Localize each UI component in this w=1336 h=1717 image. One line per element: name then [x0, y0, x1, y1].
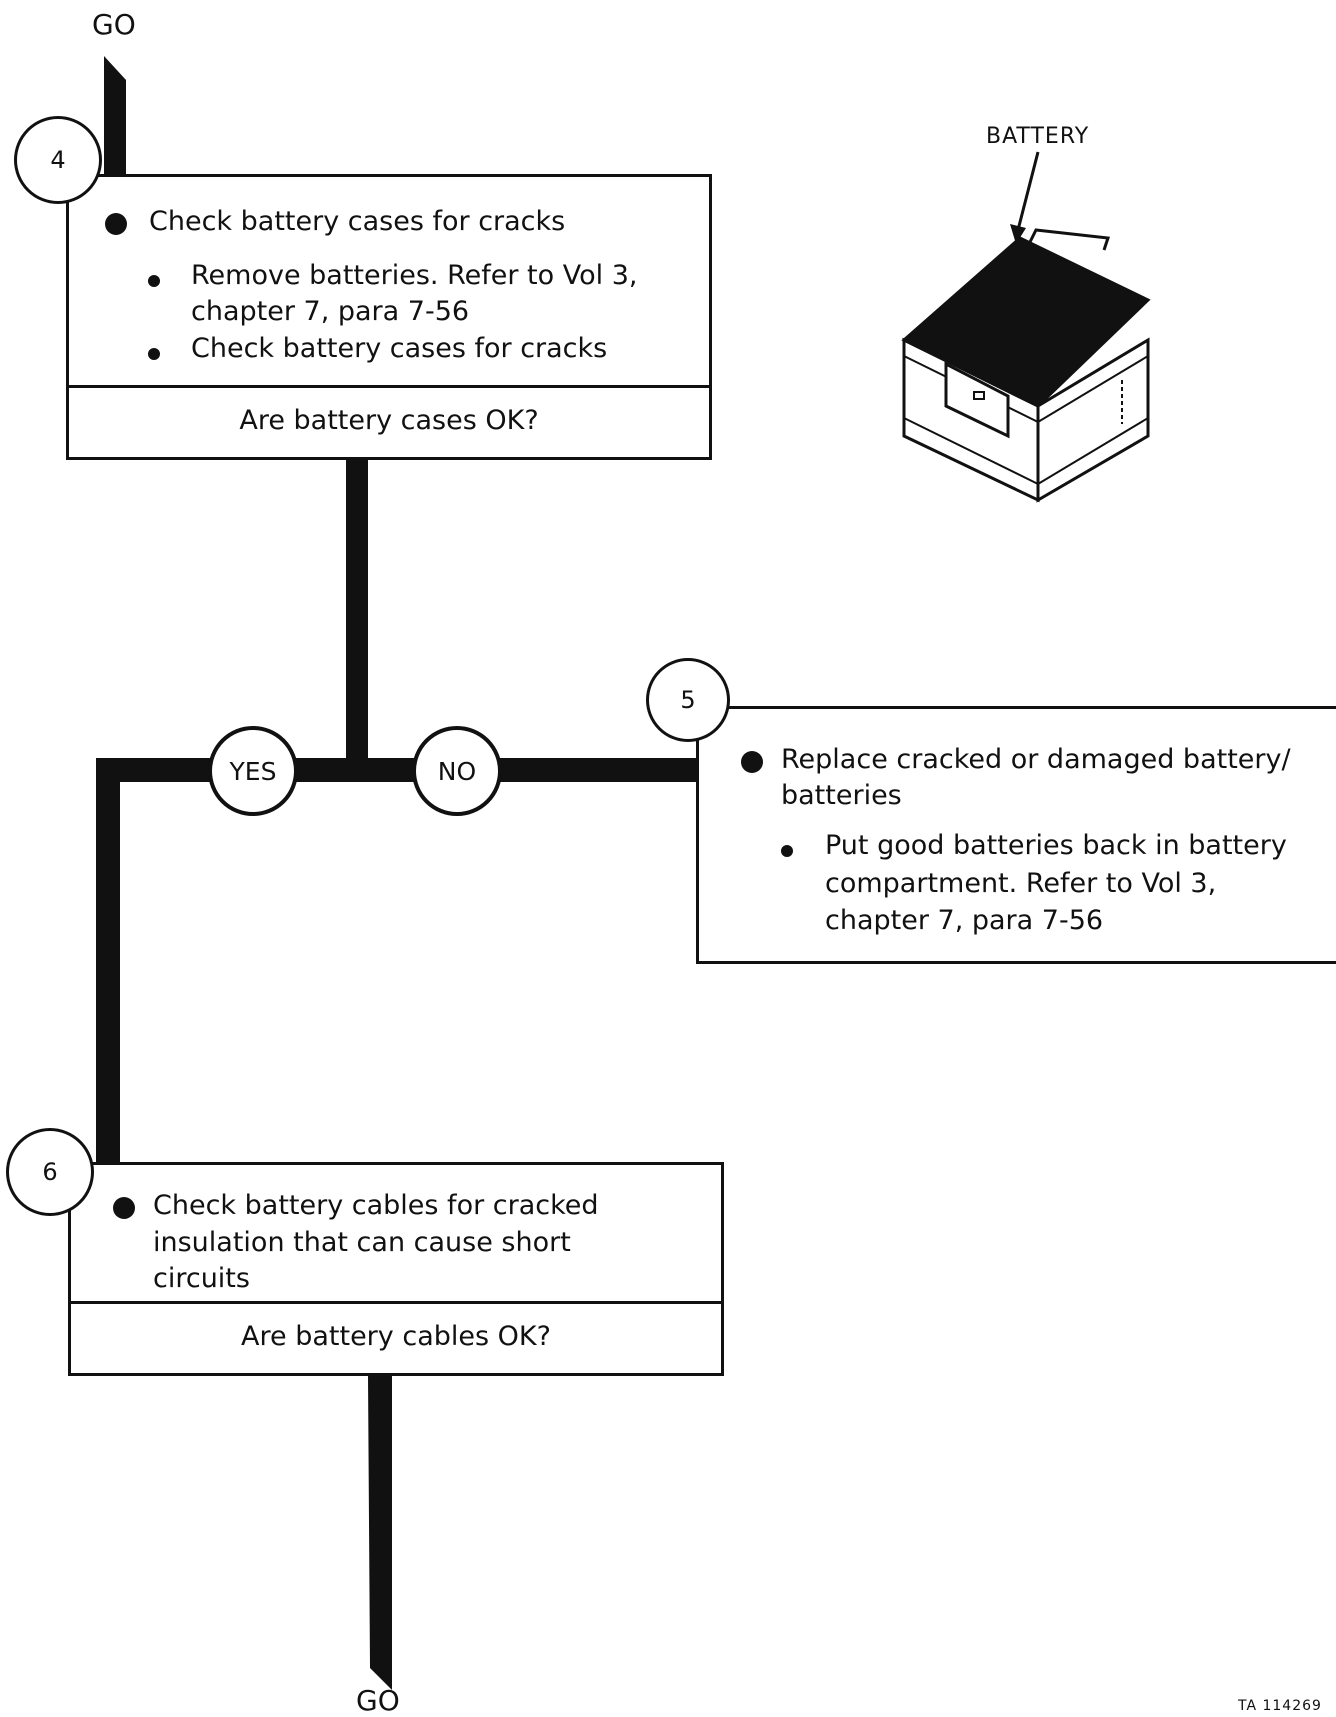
- bullet-icon: [113, 1197, 135, 1219]
- step-5-sub-line1: Put good batteries back in battery: [825, 830, 1287, 861]
- connector-branch-bar: [96, 758, 698, 782]
- connector-top-in: [104, 56, 126, 180]
- step-5-number: 5: [680, 686, 696, 714]
- yes-label: YES: [229, 756, 277, 786]
- battery-callout-label: BATTERY: [986, 124, 1090, 149]
- step-4-main-text: Check battery cases for cracks: [149, 206, 566, 237]
- bullet-icon: [741, 751, 763, 773]
- step-4-divider: [69, 385, 709, 388]
- battery-illustration-icon: [901, 151, 1151, 503]
- step-5-box: Replace cracked or damaged battery/ batt…: [696, 706, 1336, 964]
- bullet-icon: [148, 275, 160, 287]
- step-5-sub-line2: compartment. Refer to Vol 3,: [825, 868, 1217, 899]
- connector-4-down: [346, 460, 368, 780]
- step-6-main-line1: Check battery cables for cracked: [153, 1190, 599, 1221]
- step-6-main-line3: circuits: [153, 1263, 250, 1294]
- step-4-question: Are battery cases OK?: [239, 405, 539, 436]
- step-6-main-line2: insulation that can cause short: [153, 1227, 571, 1258]
- go-bottom-label: GO: [356, 1684, 400, 1717]
- step-4-number-circle: 4: [14, 116, 102, 204]
- bullet-icon: [148, 348, 160, 360]
- step-4-box: Check battery cases for cracks Remove ba…: [66, 174, 712, 460]
- step-6-box: Check battery cables for cracked insulat…: [68, 1162, 724, 1376]
- step-5-main-line2: batteries: [781, 780, 902, 811]
- bullet-icon: [105, 213, 127, 235]
- step-4-sub1-line1: Remove batteries. Refer to Vol 3,: [191, 260, 638, 291]
- step-5-sub-line3: chapter 7, para 7-56: [825, 905, 1104, 936]
- step-6-divider: [71, 1301, 721, 1304]
- no-label: NO: [437, 756, 477, 786]
- go-top-label: GO: [92, 8, 136, 41]
- bullet-icon: [781, 845, 793, 857]
- step-4-number: 4: [50, 146, 66, 174]
- connector-yes-down: [96, 758, 120, 1168]
- no-branch-circle: NO: [412, 726, 502, 816]
- step-4-sub1-line2: chapter 7, para 7-56: [191, 296, 470, 327]
- step-5-main-line1: Replace cracked or damaged battery/: [781, 744, 1291, 775]
- step-4-sub2: Check battery cases for cracks: [191, 333, 608, 364]
- step-5-number-circle: 5: [646, 658, 730, 742]
- connector-bottom-out: [368, 1376, 392, 1690]
- figure-id: TA 114269: [1238, 1698, 1322, 1714]
- yes-branch-circle: YES: [208, 726, 298, 816]
- step-6-question: Are battery cables OK?: [241, 1321, 551, 1352]
- step-6-number-circle: 6: [6, 1128, 94, 1216]
- step-6-number: 6: [42, 1158, 58, 1186]
